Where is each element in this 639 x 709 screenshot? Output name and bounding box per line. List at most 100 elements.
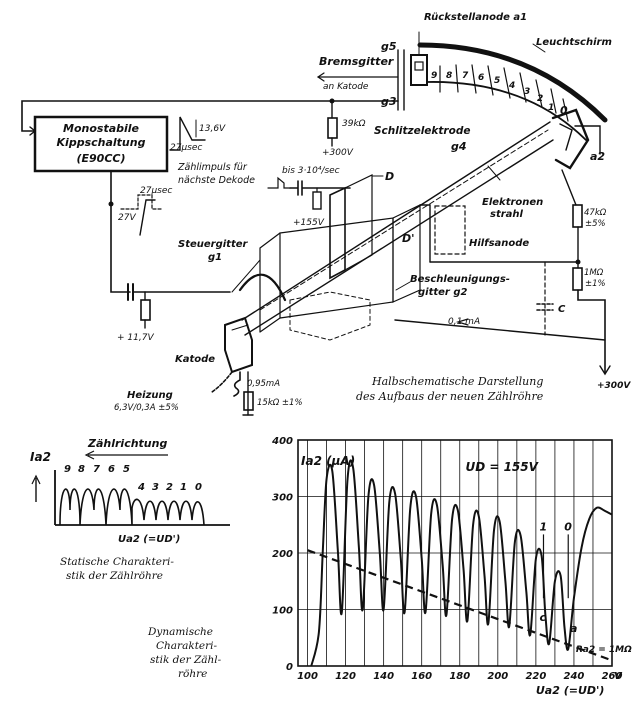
static-curve (59, 488, 205, 526)
g2-leader (395, 281, 411, 291)
Dprime-lead (419, 204, 431, 263)
stray-capacitor (536, 303, 554, 311)
beam-line-lower (244, 139, 554, 336)
label-beschl1: Beschleunigungs- (410, 274, 510, 285)
label-beschl2: gitter g2 (418, 287, 468, 298)
screen-digit: 7 (462, 71, 469, 81)
label-g3: g3 (381, 95, 397, 108)
dynamic-caption-line: röhre (178, 668, 207, 680)
direction-arrowhead (84, 450, 95, 460)
pulse-27v-sketch (120, 194, 163, 210)
label-155v: +155V (293, 218, 325, 228)
a2-to-47k (561, 169, 577, 206)
screen-digit: 8 (446, 71, 452, 81)
screen-arc-outer (417, 42, 608, 123)
anode-a2-inner (559, 123, 573, 151)
mono-line2: Kippschaltung (57, 136, 146, 149)
static-top-digits: 9 8 7 6 5 (64, 464, 130, 475)
load-line-label: Ra2 = 1MΩ (576, 645, 632, 655)
static-caption1: Statische Charakteri- (60, 556, 174, 568)
label-11-7v: + 11,7V (117, 333, 154, 343)
pulse-27v-trace (139, 199, 156, 236)
dynamic-caption-line: Dynamische (147, 626, 213, 638)
label-leuchtschirm: Leuchtschirm (536, 37, 612, 48)
static-digit: 8 (78, 464, 85, 475)
anode-a2 (551, 108, 590, 170)
heater-twist (211, 371, 233, 393)
dynamic-caption-line: stik der Zähl- (150, 654, 222, 666)
static-caption2: stik der Zählröhre (66, 570, 163, 582)
junction (108, 201, 114, 207)
point-label: 1 (539, 520, 547, 533)
label-an-katode: an Katode (323, 82, 369, 92)
x-tick-label: 160 (411, 671, 432, 682)
point-label: 0 (564, 520, 572, 533)
beam-axis (259, 129, 549, 311)
static-digit: 9 (64, 464, 71, 475)
static-digit: 4 (137, 482, 145, 493)
dynamic-curve (310, 459, 613, 667)
resistor-39k (327, 117, 338, 139)
caption-line2: des Aufbaus der neuen Zählröhre (356, 390, 544, 403)
label-heizung2: 6,3V/0,3A ±5% (114, 403, 179, 413)
label-rueckstellanode: Rückstellanode a1 (424, 12, 527, 23)
cathode (224, 316, 253, 374)
static-bottom-digits: 4 3 2 1 0 (137, 482, 202, 493)
label-steuer1: Steuergitter (178, 239, 249, 250)
label-0-95ma: 0,95mA (247, 379, 280, 389)
monostable-box (33, 115, 169, 173)
screen-digit: 2 (537, 94, 543, 104)
label-300v-b: +300V (597, 381, 631, 391)
accelerating-grid-front (259, 232, 281, 333)
chart-point-labels: 1 0 c a (539, 520, 577, 635)
label-elektronen1: Elektronen (482, 197, 543, 208)
junction (575, 259, 581, 265)
label-zaehlimpuls1: Zählimpuls für (177, 162, 248, 173)
x-tick-label: 240 (564, 671, 585, 682)
mono-line3: (E90CC) (76, 152, 125, 165)
label-elektronen2: strahl (490, 209, 524, 220)
x-tick-label: 100 (297, 671, 318, 682)
g5-g3-plates (397, 49, 405, 111)
static-digit: 5 (123, 464, 130, 475)
pulse-sketch (169, 116, 206, 151)
input-capacitor (289, 180, 351, 196)
current-arrow (455, 318, 469, 326)
static-y-arrowhead (31, 474, 41, 485)
x-tick-label: 200 (487, 671, 508, 682)
deflection-plate-D-side (344, 174, 373, 271)
x-tick-label: 180 (449, 671, 470, 682)
x-tick-label: 120 (335, 671, 356, 682)
label-1pct: ±1% (585, 279, 606, 289)
static-digit: 7 (93, 464, 100, 475)
label-katode: Katode (175, 354, 215, 365)
plus300-arrow (599, 365, 611, 376)
a2-lead (574, 125, 601, 155)
resistor-15k (243, 391, 254, 411)
label-bis: bis 3·10⁴/sec (282, 166, 340, 176)
screen-digit: 4 (508, 81, 515, 91)
g3-wire (21, 100, 399, 132)
static-digit: 0 (195, 482, 202, 493)
screen-digit: 1 (548, 103, 554, 113)
point-label: c (539, 611, 546, 624)
chart-series (307, 459, 613, 667)
cathode-edge (231, 324, 249, 331)
x-tick-label: 140 (373, 671, 394, 682)
static-digit: 6 (108, 464, 115, 475)
y-tick-label: 200 (272, 549, 293, 560)
point-label: a (570, 622, 577, 635)
label-zaehlimpuls2: nächste Dekode (178, 175, 255, 186)
load-line (307, 549, 613, 662)
screen-slits (439, 64, 569, 122)
screen-digit: 6 (478, 73, 484, 83)
static-digit: 3 (152, 482, 159, 493)
label-47k: 47kΩ (584, 208, 607, 218)
dynamic-caption-line: Charakteri- (156, 640, 218, 652)
label-39k: 39kΩ (342, 119, 366, 129)
label-schlitz: Schlitzelektrode (374, 125, 470, 137)
static-characteristic: Ia2 Zählrichtung 9 8 7 6 5 4 3 2 1 0 Ua2… (30, 437, 230, 582)
label-15k: 15kΩ ±1% (257, 398, 303, 408)
label-hilfsanode: Hilfsanode (469, 238, 529, 249)
